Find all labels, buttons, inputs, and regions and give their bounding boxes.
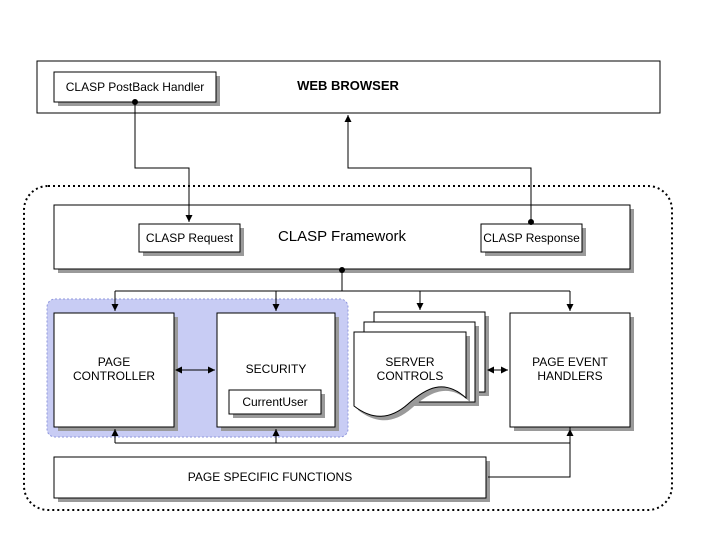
- page-controller-label: PAGE CONTROLLER: [72, 355, 155, 383]
- server-controls-label: SERVER CONTROLS: [376, 355, 444, 383]
- connector-response-dot: [528, 219, 534, 225]
- page-specific-functions-label: PAGE SPECIFIC FUNCTIONS: [187, 470, 353, 484]
- server-controls-stack: [353, 311, 489, 421]
- postback-handler-box: [53, 71, 217, 103]
- request-label: CLASP Request: [145, 231, 234, 245]
- framework-label: CLASP Framework: [277, 228, 407, 245]
- response-label: CLASP Response: [483, 231, 580, 245]
- framework-container: [23, 185, 673, 511]
- page-event-handlers-label: PAGE EVENT HANDLERS: [532, 355, 608, 383]
- page-controller-box: [53, 312, 175, 428]
- page-specific-functions-box: [53, 456, 487, 499]
- connector-postback-dot: [132, 99, 138, 105]
- response-box: [480, 223, 583, 253]
- web-browser-label: WEB BROWSER: [297, 78, 399, 93]
- connector-postback-to-request: [134, 102, 193, 222]
- connector-framework-dot: [339, 267, 345, 273]
- current-user-label: CurrentUser: [242, 395, 308, 409]
- connector-response-to-browser: [344, 115, 532, 222]
- page-event-handlers-box: [509, 312, 631, 428]
- security-label: SECURITY: [245, 362, 307, 376]
- connector-functions-to-handlers: [488, 429, 574, 478]
- request-box: [138, 223, 241, 253]
- server-controls-front: [353, 331, 467, 417]
- current-user-box: [228, 389, 322, 415]
- postback-handler-label: CLASP PostBack Handler: [65, 80, 205, 94]
